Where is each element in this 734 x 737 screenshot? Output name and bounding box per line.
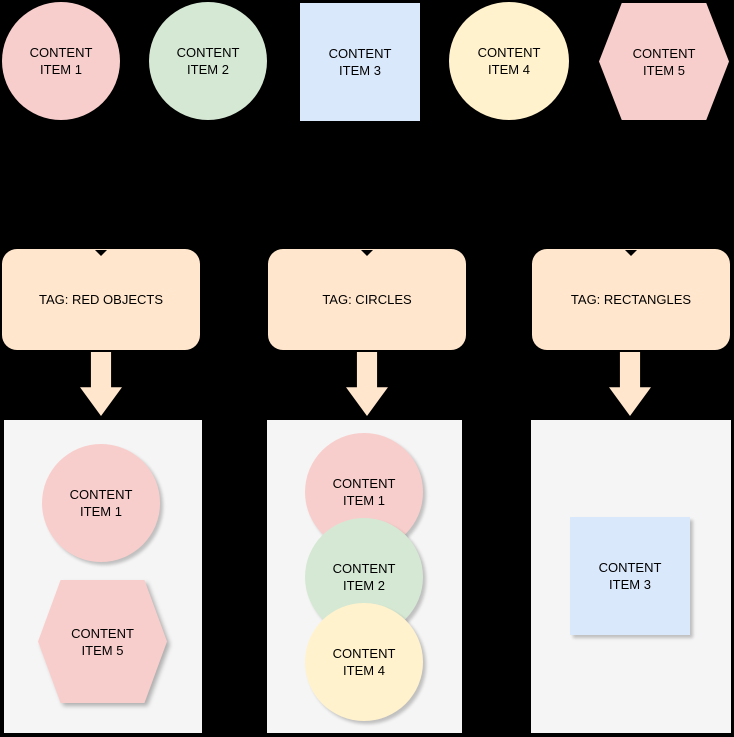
node-label: CONTENT ITEM 3: [328, 46, 392, 78]
tag-rectangles: TAG: RECTANGLES: [532, 249, 730, 350]
tag-circles: TAG: CIRCLES: [268, 249, 466, 350]
connector-arrowhead-icon: [625, 250, 637, 256]
tag-red-objects: TAG: RED OBJECTS: [2, 249, 200, 350]
grouped-content-item-1: CONTENT ITEM 1: [42, 444, 160, 562]
connector-arrowhead-icon: [361, 250, 373, 256]
grouped-content-item-5: CONTENT ITEM 5: [38, 580, 167, 703]
node-label: CONTENT ITEM 2: [332, 561, 396, 593]
node-label: CONTENT ITEM 1: [29, 45, 93, 77]
down-arrow-icon: [80, 352, 122, 416]
tag-label: TAG: CIRCLES: [322, 292, 412, 307]
tag-label: TAG: RECTANGLES: [570, 292, 692, 307]
down-arrow-icon: [346, 352, 388, 416]
container-rectangles: CONTENT ITEM 3: [531, 420, 731, 733]
hexagon-shape: CONTENT ITEM 5: [38, 580, 167, 703]
node-label: CONTENT ITEM 5: [71, 625, 134, 658]
grouped-content-item-3: CONTENT ITEM 3: [570, 517, 690, 635]
grouped-content-item-4: CONTENT ITEM 4: [305, 603, 423, 721]
node-label: CONTENT ITEM 5: [632, 45, 696, 78]
node-label: CONTENT ITEM 1: [332, 476, 396, 508]
node-label: CONTENT ITEM 1: [69, 487, 133, 519]
node-content-item-4: CONTENT ITEM 4: [449, 2, 569, 120]
node-label: CONTENT ITEM 4: [477, 45, 541, 77]
node-label: CONTENT ITEM 3: [598, 560, 662, 592]
container-circles: CONTENT ITEM 1 CONTENT ITEM 2 CONTENT IT…: [267, 420, 462, 733]
node-content-item-2: CONTENT ITEM 2: [149, 2, 267, 120]
node-label: CONTENT ITEM 4: [332, 646, 396, 678]
tag-label: TAG: RED OBJECTS: [39, 292, 163, 307]
connector-arrowhead-icon: [95, 250, 107, 256]
down-arrow-icon: [609, 352, 651, 416]
container-red-objects: CONTENT ITEM 1 CONTENT ITEM 5: [4, 420, 202, 733]
node-content-item-1: CONTENT ITEM 1: [2, 2, 120, 120]
node-label: CONTENT ITEM 2: [176, 45, 240, 77]
node-content-item-5: CONTENT ITEM 5: [599, 3, 729, 120]
node-content-item-3: CONTENT ITEM 3: [300, 3, 420, 121]
